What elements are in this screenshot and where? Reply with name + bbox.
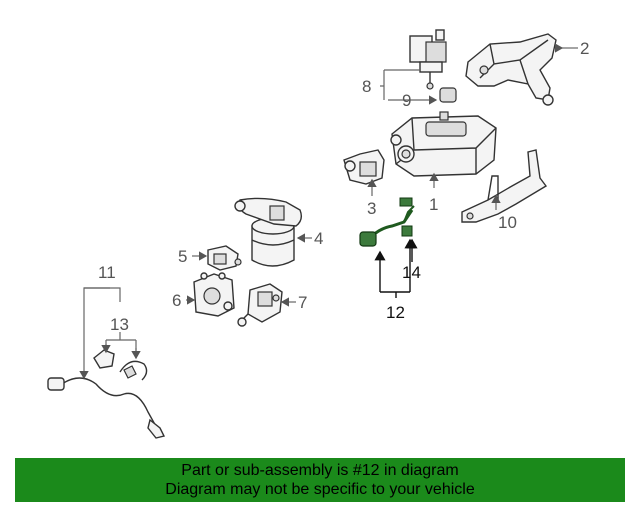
callout-11: 11: [98, 263, 116, 282]
callout-12: 12: [386, 303, 405, 322]
callout-3: 3: [367, 199, 376, 218]
leader-lines-12: [374, 238, 418, 298]
banner-line-1: Part or sub-assembly is #12 in diagram: [181, 462, 459, 479]
callout-10: 10: [498, 213, 517, 232]
part-2-bracket[interactable]: [465, 33, 557, 106]
part-9-grommet[interactable]: [439, 87, 457, 103]
callout-6: 6: [172, 291, 181, 310]
part-11-harness[interactable]: [47, 377, 166, 439]
part-6-module[interactable]: [193, 272, 235, 317]
callout-14: 14: [402, 263, 421, 282]
banner-line-2: Diagram may not be specific to your vehi…: [165, 481, 475, 498]
callout-8: 8: [362, 77, 371, 96]
part-4-filter[interactable]: [234, 197, 303, 267]
callout-2: 2: [580, 39, 589, 58]
callout-5: 5: [178, 247, 187, 266]
part-8-valve[interactable]: [409, 29, 447, 90]
parts-diagram: 2 8 9 1 3 10 4 5 6 7 11 13 14 12: [47, 29, 589, 439]
part-10-bracket[interactable]: [461, 149, 548, 223]
callout-9: 9: [402, 91, 411, 110]
info-banner: Part or sub-assembly is #12 in diagram D…: [15, 458, 625, 502]
callout-7: 7: [298, 293, 307, 312]
part-5-sensor[interactable]: [207, 245, 242, 271]
leader-lines: [79, 43, 578, 380]
part-12-oxygen-sensor[interactable]: [359, 197, 415, 247]
part-7-valve[interactable]: [237, 283, 283, 327]
part-13-clips[interactable]: [93, 349, 148, 381]
callout-1: 1: [429, 195, 438, 214]
part-3-valve[interactable]: [343, 149, 385, 185]
part-1-canister[interactable]: [390, 111, 497, 177]
callout-4: 4: [314, 229, 323, 248]
callout-13: 13: [110, 315, 129, 334]
